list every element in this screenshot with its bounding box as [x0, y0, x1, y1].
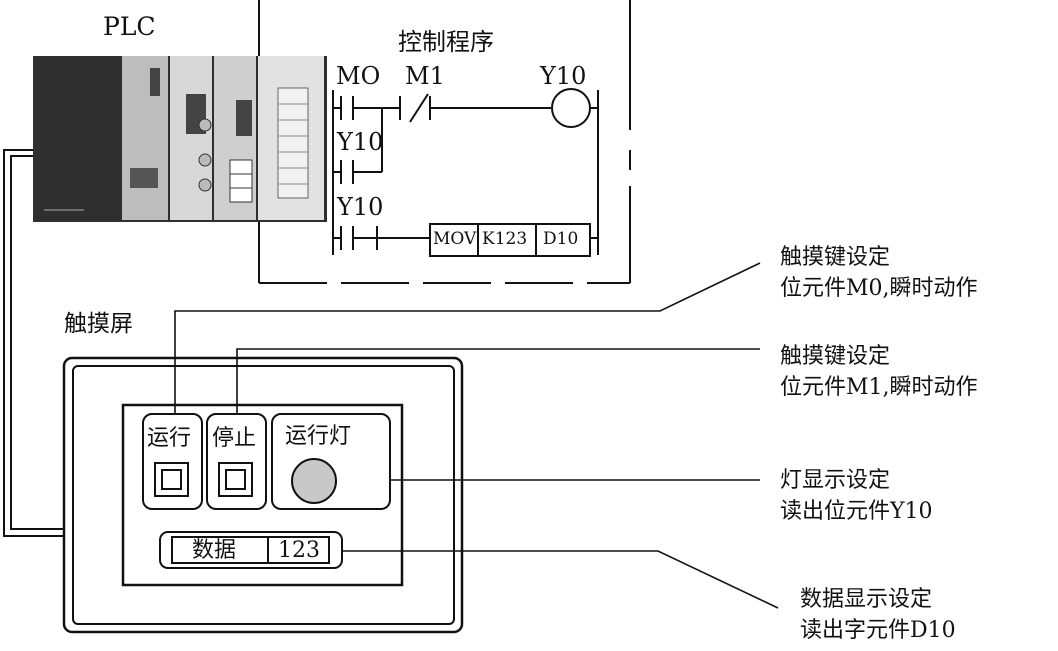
contact-m1-label: M1 [405, 62, 445, 90]
coil-y10 [551, 88, 591, 128]
run-lamp-frame [271, 413, 391, 510]
contact-m0-label: MO [336, 62, 381, 90]
mov-instruction-box [429, 223, 591, 257]
leader-stop-button [236, 348, 760, 414]
screen-display [121, 403, 404, 587]
annotation-data-display-line1: 数据显示设定 [800, 587, 933, 612]
leader-data-display [342, 550, 779, 609]
run-button-frame [142, 413, 203, 510]
annotation-run-lamp-line1: 灯显示设定 [780, 468, 891, 493]
hold-contact-label: Y10 [337, 128, 384, 156]
annotation-stop-button: 触摸键设定 位元件M1,瞬时动作 [780, 341, 978, 403]
mov-contact-label: Y10 [337, 193, 384, 221]
screen-housing-inner [72, 365, 455, 625]
annotation-data-display: 数据显示设定 读出字元件D10 [800, 584, 956, 646]
data-display-outer [159, 531, 343, 569]
plc-unit [33, 56, 327, 222]
screen-housing-outer [62, 356, 464, 634]
mov-opcode: MOV [433, 229, 477, 249]
run-lamp-label: 运行灯 [285, 424, 352, 449]
comm-cable-inner [10, 155, 64, 530]
touch-screen-label: 触摸屏 [64, 311, 133, 337]
comm-cable-outer [3, 149, 64, 537]
run-lamp-indicator [291, 458, 337, 504]
annotation-data-display-line2: 读出字元件D10 [800, 618, 956, 643]
plc-label: PLC [103, 12, 156, 41]
data-label: 数据 [192, 538, 237, 563]
mov-destination: D10 [543, 229, 579, 249]
annotation-run-button-line2: 位元件M0,瞬时动作 [780, 276, 978, 301]
data-value: 123 [278, 538, 320, 563]
annotation-stop-button-line2: 位元件M1,瞬时动作 [780, 375, 978, 400]
run-button-label: 运行 [147, 426, 192, 451]
annotation-run-lamp-line2: 读出位元件Y10 [780, 499, 933, 524]
annotation-run-lamp: 灯显示设定 读出位元件Y10 [780, 465, 933, 527]
contact-m1-slash [409, 93, 429, 123]
annotation-stop-button-line1: 触摸键设定 [780, 344, 891, 369]
leader-run-button [174, 262, 761, 414]
annotation-run-button-line1: 触摸键设定 [780, 245, 891, 270]
stop-button-label: 停止 [212, 426, 257, 451]
mov-source: K123 [482, 229, 528, 249]
program-title: 控制程序 [398, 28, 494, 56]
annotation-run-button: 触摸键设定 位元件M0,瞬时动作 [780, 242, 978, 304]
coil-y10-label: Y10 [540, 62, 587, 90]
